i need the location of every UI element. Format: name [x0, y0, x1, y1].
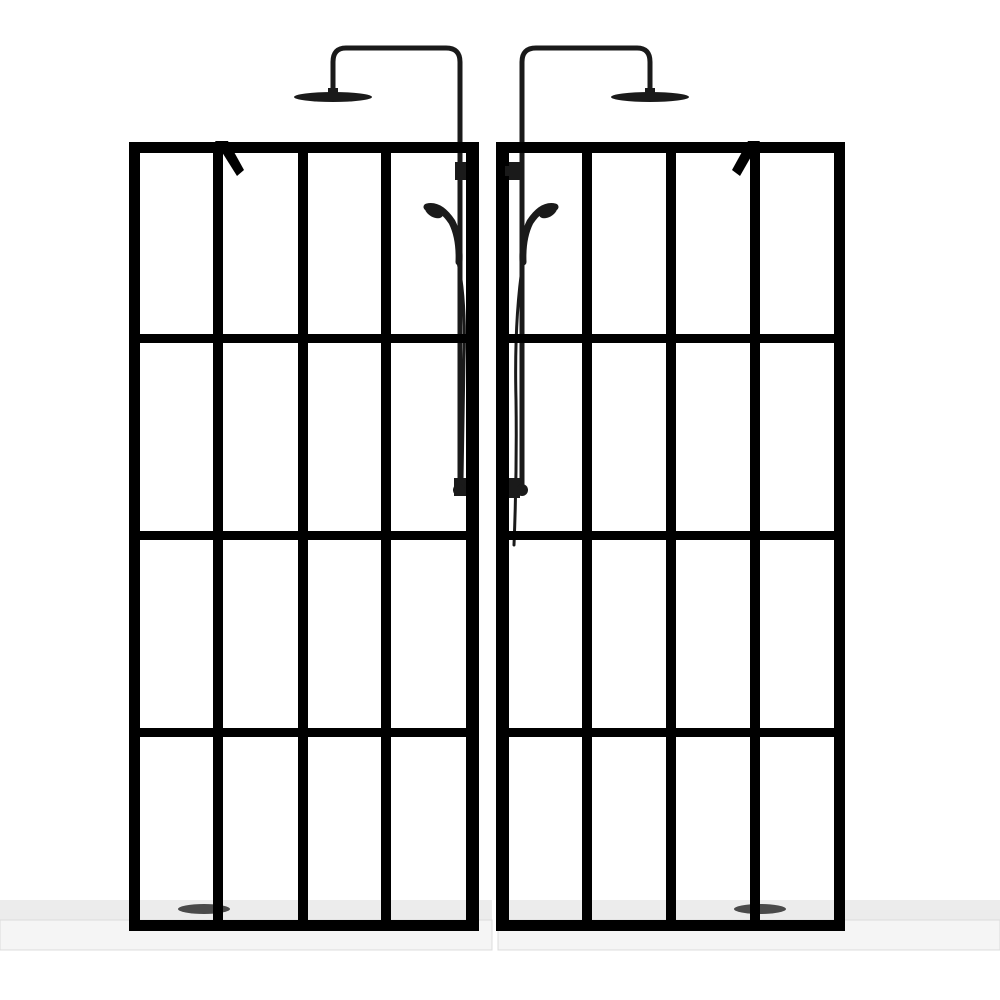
left-riser-pipe	[330, 45, 463, 493]
right-shower-fixture	[506, 45, 689, 547]
left-rain-head-neck	[328, 88, 338, 96]
left-transom-2	[129, 531, 479, 540]
left-shower-fixture	[294, 45, 466, 496]
right-transom-1	[496, 334, 845, 343]
left-hand-shower-head	[424, 203, 444, 219]
left-shower-hose	[456, 260, 466, 482]
right-shower-hose	[512, 260, 525, 547]
right-rain-head-icon	[611, 92, 689, 102]
left-transom-1	[129, 334, 479, 343]
right-transom-2	[496, 531, 845, 540]
left-wall-bracket	[215, 141, 244, 176]
left-shower-tray	[0, 900, 492, 922]
right-riser-pipe	[519, 45, 653, 493]
right-hand-shower-head	[538, 203, 558, 219]
left-diverter-knob	[453, 484, 465, 496]
right-rain-head-neck	[645, 88, 655, 96]
right-panel-clamp	[505, 166, 519, 176]
left-transom-3	[129, 728, 479, 737]
left-glass-panel	[129, 142, 479, 931]
right-transom-3	[496, 728, 845, 737]
right-wall-bracket	[732, 141, 760, 176]
right-diverter-knob	[516, 484, 528, 496]
right-glass-panel	[496, 142, 845, 931]
left-rail-bracket-top	[455, 162, 466, 180]
left-rain-head-icon	[294, 92, 372, 102]
